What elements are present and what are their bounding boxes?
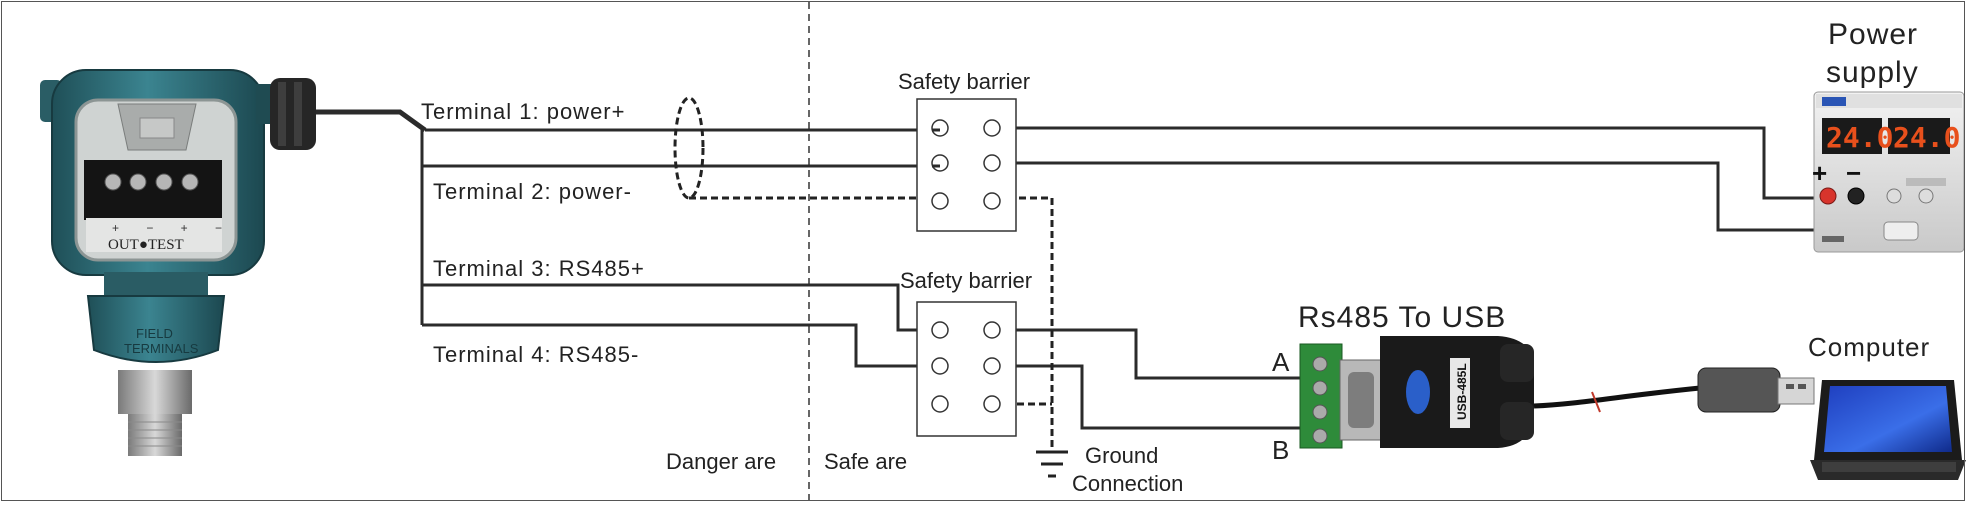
cable-shield-ellipse: [673, 96, 705, 200]
computer-label: Computer: [1808, 332, 1930, 362]
ground-label-line1: Ground: [1085, 443, 1158, 468]
shield-ground-wire: [689, 196, 1054, 452]
psu-minus-terminal: [1847, 187, 1865, 205]
pressure-transmitter: + − + − OUT●TEST FIELD TERMINALS: [40, 69, 316, 456]
power-supply: 24.0 24.0 + −: [1812, 91, 1965, 253]
safety-barrier-top: [916, 98, 1017, 232]
rs485-usb-converter: USB-485L: [1299, 336, 1815, 449]
safety-barrier-bottom: [916, 301, 1017, 437]
safe-zone-label: Safe are: [824, 449, 907, 474]
safety-barrier-top-label: Safety barrier: [898, 69, 1030, 94]
wire-terminal-4: [422, 323, 940, 368]
terminal-2-label: Terminal 2: power-: [433, 179, 632, 204]
terminal-3-label: Terminal 3: RS485+: [433, 256, 645, 281]
converter-title: Rs485 To USB: [1298, 301, 1506, 334]
safety-barrier-bottom-label: Safety barrier: [900, 268, 1032, 293]
converter-a-label: A: [1272, 347, 1290, 377]
danger-zone-label: Danger are: [666, 449, 776, 474]
psu-plus-terminal: [1819, 187, 1837, 205]
wire-psu-plus: [992, 126, 1822, 200]
usb-cable: [1533, 385, 1701, 409]
converter-label: USB-485L: [1455, 363, 1469, 420]
wire-converter-a: [992, 328, 1300, 380]
transmitter-body-text1: FIELD: [136, 326, 173, 341]
psu-display-left: 24.0: [1826, 121, 1893, 154]
wire-psu-minus: [992, 161, 1856, 232]
power-supply-label-line1: Power: [1828, 18, 1918, 51]
cable-main: [316, 109, 427, 133]
ground-label-line2: Connection: [1072, 471, 1183, 496]
wire-terminal-3: [422, 283, 940, 332]
wire-overlay: [932, 128, 940, 168]
power-supply-label-line2: supply: [1826, 56, 1919, 89]
psu-minus-sign: −: [1846, 158, 1861, 188]
terminal-1-label: Terminal 1: power+: [421, 99, 625, 124]
transmitter-terminal-text: OUT●TEST: [108, 237, 184, 253]
shield-ground: [673, 96, 1068, 478]
terminal-4-label: Terminal 4: RS485-: [433, 342, 639, 367]
transmitter-body-text2: TERMINALS: [124, 341, 199, 356]
computer: [1810, 380, 1966, 480]
psu-plus-sign: +: [1812, 158, 1827, 188]
wire-converter-b: [992, 364, 1300, 430]
psu-display-right: 24.0: [1893, 121, 1960, 154]
transmitter-terminal-marks: + − + −: [112, 221, 234, 235]
converter-b-label: B: [1272, 435, 1289, 465]
